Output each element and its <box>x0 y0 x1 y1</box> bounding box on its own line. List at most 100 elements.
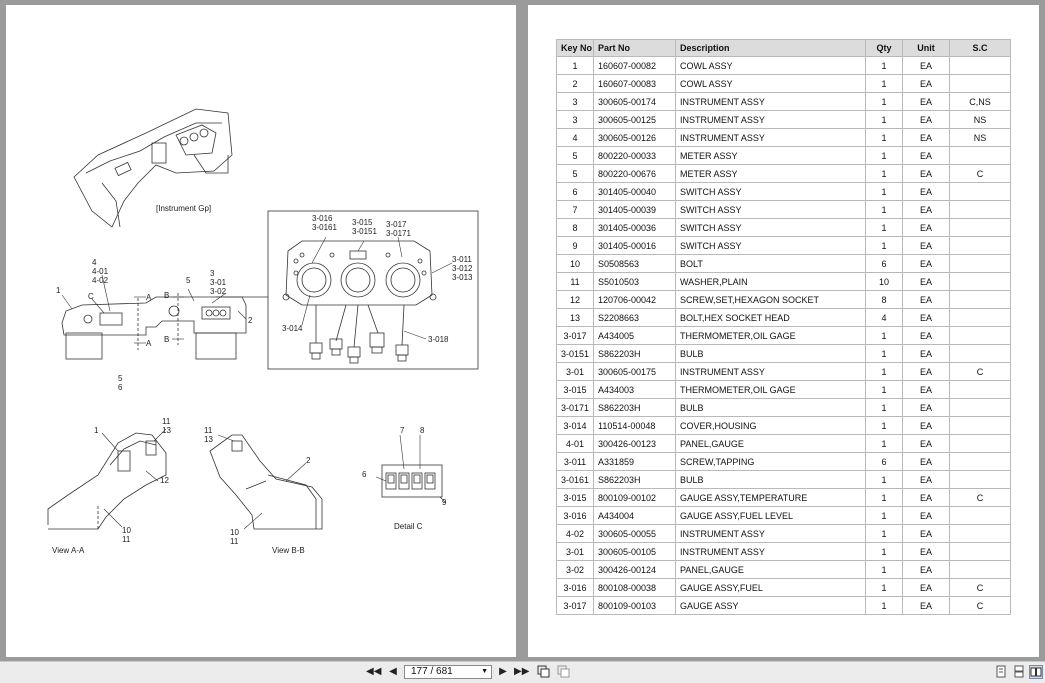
cell-key-no: 3 <box>556 110 594 129</box>
cell-unit: EA <box>902 434 950 453</box>
cell-qty: 1 <box>865 146 903 165</box>
cell-sc <box>949 290 1011 309</box>
cell-key-no: 3-01 <box>556 542 594 561</box>
cell-unit: EA <box>902 110 950 129</box>
cell-qty: 1 <box>865 218 903 237</box>
viewer-toolbar: ◀◀ ◀ 177 / 681 ▼ ▶ ▶▶ <box>0 661 1045 683</box>
cell-unit: EA <box>902 560 950 579</box>
cell-key-no: 3-0151 <box>556 344 594 363</box>
cell-qty: 1 <box>865 578 903 597</box>
header-sc: S.C <box>949 39 1011 57</box>
cell-unit: EA <box>902 254 950 273</box>
cell-sc <box>949 56 1011 75</box>
cell-key-no: 6 <box>556 182 594 201</box>
caption-view-a-a: View A-A <box>52 546 85 555</box>
cell-description: WASHER,PLAIN <box>675 272 866 291</box>
cell-part-no: S2208663 <box>593 308 676 327</box>
cell-sc: C,NS <box>949 92 1011 111</box>
cell-key-no: 3-017 <box>556 596 594 615</box>
cell-part-no: 800220-00676 <box>593 164 676 183</box>
cell-description: METER ASSY <box>675 164 866 183</box>
cell-key-no: 4-02 <box>556 524 594 543</box>
cell-sc <box>949 200 1011 219</box>
cell-description: INSTRUMENT ASSY <box>675 92 866 111</box>
cell-qty: 1 <box>865 434 903 453</box>
first-page-icon[interactable]: ◀◀ <box>366 666 382 677</box>
label-11-b2: 11 <box>230 537 239 546</box>
cell-description: SWITCH ASSY <box>675 200 866 219</box>
label-5-top: 5 <box>186 276 191 285</box>
single-page-view-icon[interactable] <box>994 665 1008 679</box>
cell-unit: EA <box>902 506 950 525</box>
cell-description: BULB <box>675 344 866 363</box>
cell-part-no: 300605-00055 <box>593 524 676 543</box>
cell-description: INSTRUMENT ASSY <box>675 524 866 543</box>
cell-sc <box>949 434 1011 453</box>
cell-unit: EA <box>902 146 950 165</box>
cell-description: COWL ASSY <box>675 56 866 75</box>
label-3-02: 3-02 <box>210 287 227 296</box>
cell-description: SWITCH ASSY <box>675 236 866 255</box>
cell-sc <box>949 506 1011 525</box>
cell-unit: EA <box>902 470 950 489</box>
last-page-icon[interactable]: ▶▶ <box>514 666 530 677</box>
cell-qty: 1 <box>865 488 903 507</box>
label-4-01: 4-01 <box>92 267 109 276</box>
prev-page-icon[interactable]: ◀ <box>389 666 397 677</box>
fit-page-icon[interactable] <box>536 665 550 679</box>
cell-description: INSTRUMENT ASSY <box>675 542 866 561</box>
cell-description: PANEL,GAUGE <box>675 434 866 453</box>
page-number-select[interactable]: 177 / 681 ▼ <box>404 665 492 679</box>
cell-sc <box>949 326 1011 345</box>
cell-unit: EA <box>902 128 950 147</box>
two-page-view-icon[interactable] <box>1029 665 1043 679</box>
cell-key-no: 3-01 <box>556 362 594 381</box>
label-2-front: 2 <box>248 316 253 325</box>
cell-description: PANEL,GAUGE <box>675 560 866 579</box>
cell-unit: EA <box>902 380 950 399</box>
cell-description: SCREW,TAPPING <box>675 452 866 471</box>
label-9: 9 <box>442 498 447 507</box>
instrument-cluster-detail <box>267 210 479 370</box>
table-header-row: Key No Part No Description Qty Unit S.C <box>556 39 1011 57</box>
cell-unit: EA <box>902 326 950 345</box>
continuous-view-icon[interactable] <box>1012 665 1026 679</box>
cell-key-no: 3-015 <box>556 488 594 507</box>
instrument-cowl-isometric <box>73 108 233 228</box>
cell-key-no: 3-02 <box>556 560 594 579</box>
cell-sc: NS <box>949 128 1011 147</box>
next-page-icon[interactable]: ▶ <box>499 666 507 677</box>
cell-part-no: 800109-00102 <box>593 488 676 507</box>
cell-key-no: 8 <box>556 218 594 237</box>
cell-description: SWITCH ASSY <box>675 182 866 201</box>
leader-lines <box>61 236 453 530</box>
cell-sc <box>949 272 1011 291</box>
cell-qty: 8 <box>865 290 903 309</box>
cell-qty: 1 <box>865 74 903 93</box>
header-unit: Unit <box>902 39 950 57</box>
cell-qty: 1 <box>865 182 903 201</box>
cell-key-no: 3-014 <box>556 416 594 435</box>
label-4: 4 <box>92 258 97 267</box>
fit-width-icon[interactable] <box>556 665 570 679</box>
cell-description: INSTRUMENT ASSY <box>675 128 866 147</box>
cell-part-no: S862203H <box>593 470 676 489</box>
cell-sc: C <box>949 362 1011 381</box>
cell-sc <box>949 74 1011 93</box>
cell-qty: 1 <box>865 416 903 435</box>
cell-sc: C <box>949 488 1011 507</box>
cell-unit: EA <box>902 236 950 255</box>
cell-description: SCREW,SET,HEXAGON SOCKET <box>675 290 866 309</box>
cell-unit: EA <box>902 200 950 219</box>
cell-sc <box>949 560 1011 579</box>
cell-key-no: 4-01 <box>556 434 594 453</box>
cell-part-no: 300605-00105 <box>593 542 676 561</box>
